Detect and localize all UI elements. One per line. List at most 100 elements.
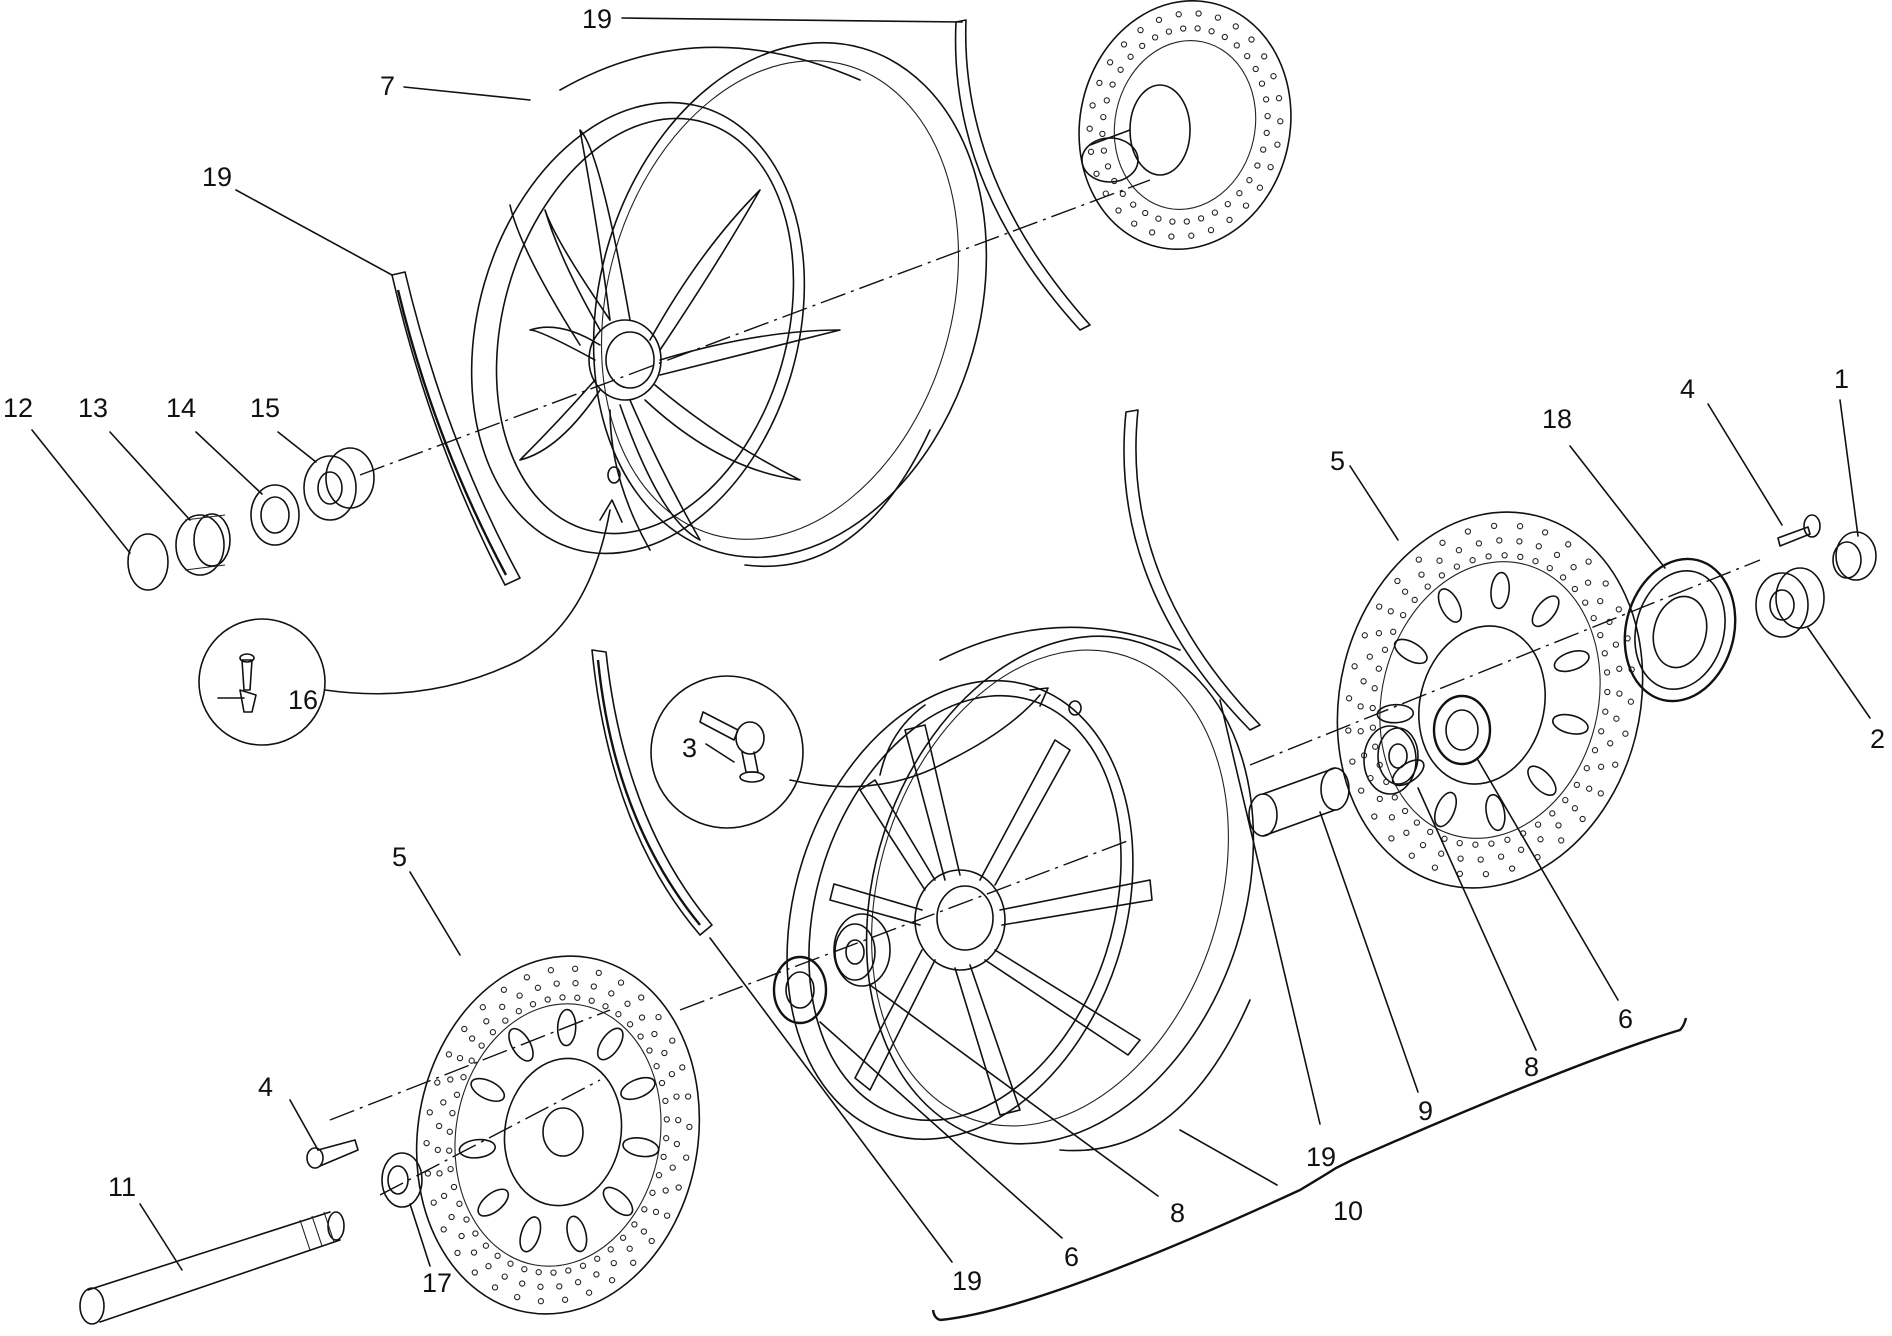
disc-hole [1148,229,1156,236]
disc-hole [1597,631,1604,639]
disc-hole [1508,865,1516,872]
disc-hole [1394,577,1401,585]
disc-hole [608,990,615,997]
disc-hole [450,1183,458,1191]
disc-hole [448,1213,455,1221]
disc-hole [1109,81,1116,88]
disc-hole [1541,529,1549,536]
disc-hole [1100,113,1107,121]
disc-hole [1497,853,1505,860]
disc-hole [1517,846,1525,853]
disc-hole [529,1001,537,1008]
disc-hole [655,1172,663,1179]
disc-hole [1267,163,1274,171]
disc-hole [1517,553,1524,561]
disc-hole [1606,618,1613,626]
callout-19: 19 [202,162,232,192]
assembly-bracket-10 [939,1017,1688,1322]
disc-hole [1106,59,1114,66]
disc-hole [1195,10,1202,17]
disc-hole [662,1097,669,1105]
disc-hole [626,1021,634,1028]
disc-hole [602,1003,609,1010]
disc-holes [1086,10,1284,240]
disc-hole [649,1189,656,1196]
disc-hole [1537,836,1544,843]
disc-hole [440,1192,448,1200]
disc-hole [1351,663,1358,670]
disc-hole [686,1123,693,1131]
disc-hole [1477,856,1484,863]
disc-hole [482,1242,490,1249]
disc-hole [1488,840,1495,847]
rim-tape-19 [391,271,521,586]
disc-hole [1391,794,1398,801]
disc-hole [1086,125,1093,132]
disc-hole [1401,807,1409,815]
disc-hole [588,997,595,1004]
disc-hole [1372,743,1379,750]
callout-13: 13 [78,393,108,423]
front-disc-right [1336,511,1644,889]
disc-hole [1349,758,1356,765]
disc-hole [1622,730,1629,737]
disc-hole [1535,543,1542,550]
disc-hole [608,1277,616,1284]
disc-hole [500,986,508,993]
disc-hole [626,1245,633,1252]
valve-detail-16 [198,499,623,746]
abs-tone-wheel-18 [1623,557,1737,703]
disc-hole [1383,778,1390,786]
disc-hole [1115,207,1122,214]
callout-19: 19 [1306,1142,1336,1172]
disc-hole [519,1280,526,1287]
circlip-12 [127,533,169,591]
disc-hole [1601,650,1608,657]
disc-hole [453,1091,461,1098]
leader-lines [31,17,1871,1271]
disc-hole [1565,541,1572,548]
disc-hole [468,1057,475,1064]
disc-hole [1597,597,1604,605]
disc-hole [1387,608,1394,615]
disc-slot [470,1077,506,1103]
disc-hole [619,1234,627,1241]
disc-hole [663,1212,671,1219]
disc-hole [1590,614,1597,622]
callout-1: 1 [1834,364,1849,394]
disc-hole [1151,34,1159,41]
disc-hole [1188,232,1195,239]
disc-hole [631,1221,638,1228]
disc-hole [434,1079,441,1086]
disc-hole [544,996,551,1003]
disc-hole [1207,226,1215,234]
disc-slot [602,1186,634,1217]
disc-slot [1393,638,1428,665]
callout-12: 12 [3,393,33,423]
disc-hole [458,1232,465,1240]
disc-hole [479,1004,486,1011]
disc-slot [477,1188,510,1217]
disc-hole [456,1054,464,1062]
disc-hole [675,1116,682,1124]
disc-hole [1111,177,1118,185]
disc-hole [1558,837,1565,844]
disc-hole [1369,724,1377,731]
disc-hole [430,1199,437,1206]
disc-hole [669,1037,676,1044]
disc-slot [566,1215,588,1253]
disc-slot [519,1216,542,1253]
spacer-15 [303,455,357,521]
callout-6: 6 [1618,1004,1633,1034]
disc-hole [1615,606,1622,613]
disc-hole [1120,41,1128,48]
disc-hole [1256,184,1264,191]
disc-hole [1139,42,1146,50]
disc-hole [1457,855,1464,862]
disc-hole [1357,728,1364,735]
disc-slots [458,1008,660,1253]
disc-hole [1602,708,1609,715]
disc-hole [1345,695,1353,702]
disc-hole [426,1109,433,1116]
disc-hole [607,1246,614,1253]
